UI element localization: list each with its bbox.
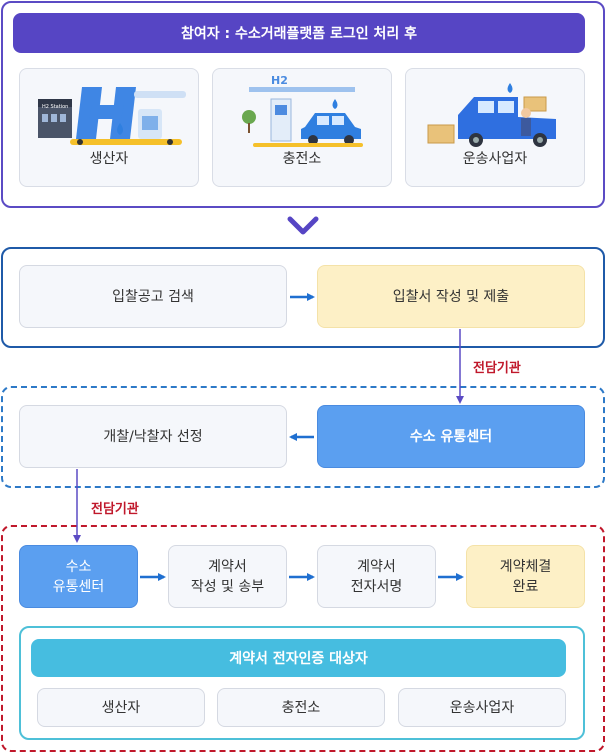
participant-card-producer[interactable]: H2 Station 생산자 [19,68,199,187]
contract-center-box[interactable]: 수소 유통센터 [19,545,138,608]
chevron-down-icon [287,216,319,235]
h2-sign: H2 [271,74,288,87]
participant-label-station: 충전소 [282,151,322,167]
contract-draft-line-1: 계약서 [208,558,247,575]
distribution-center-box[interactable]: 수소 유통센터 [317,405,585,468]
contract-complete-line-1: 계약체결 [499,558,552,575]
participant-card-station[interactable]: H2 충전소 [212,68,392,187]
contract-center-line-1: 수소 [65,558,92,575]
certification-item-station[interactable]: 충전소 [217,688,385,727]
selection-section [1,386,605,488]
participants-header: 참여자 : 수소거래플랫폼 로그인 처리 후 [13,13,585,53]
contract-draft-line-2: 작성 및 송부 [190,578,265,595]
contract-sign-line-1: 계약서 [357,558,396,575]
contract-sign-box[interactable]: 계약서 전자서명 [317,545,436,608]
transport-truck-icon [427,83,556,147]
contract-complete-box[interactable]: 계약체결 완료 [466,545,585,608]
certification-item-transporter[interactable]: 운송사업자 [398,688,566,727]
contract-section [1,525,605,752]
participants-section [1,1,605,208]
charging-station-icon [242,87,363,147]
certification-item-producer[interactable]: 생산자 [37,688,205,727]
agency-label-2: 전담기관 [91,502,139,517]
agency-label-1: 전담기관 [473,361,521,376]
station-sign: H2 Station [42,104,69,110]
bid-submission-box[interactable]: 입찰서 작성 및 제출 [317,265,585,328]
bidding-section [1,247,605,348]
participant-label-producer: 생산자 [89,151,129,167]
contract-sign-line-2: 전자서명 [350,578,403,595]
certification-header: 계약서 전자인증 대상자 [31,639,566,677]
participant-card-transporter[interactable]: 운송사업자 [405,68,585,187]
bid-opening-box[interactable]: 개찰/낙찰자 선정 [19,405,287,468]
contract-draft-box[interactable]: 계약서 작성 및 송부 [168,545,287,608]
bid-notice-search-box[interactable]: 입찰공고 검색 [19,265,287,328]
participant-label-transporter: 운송사업자 [462,151,528,167]
contract-complete-line-2: 완료 [512,578,539,595]
hydrogen-plant-icon [38,87,186,145]
contract-center-line-2: 유통센터 [52,578,105,595]
